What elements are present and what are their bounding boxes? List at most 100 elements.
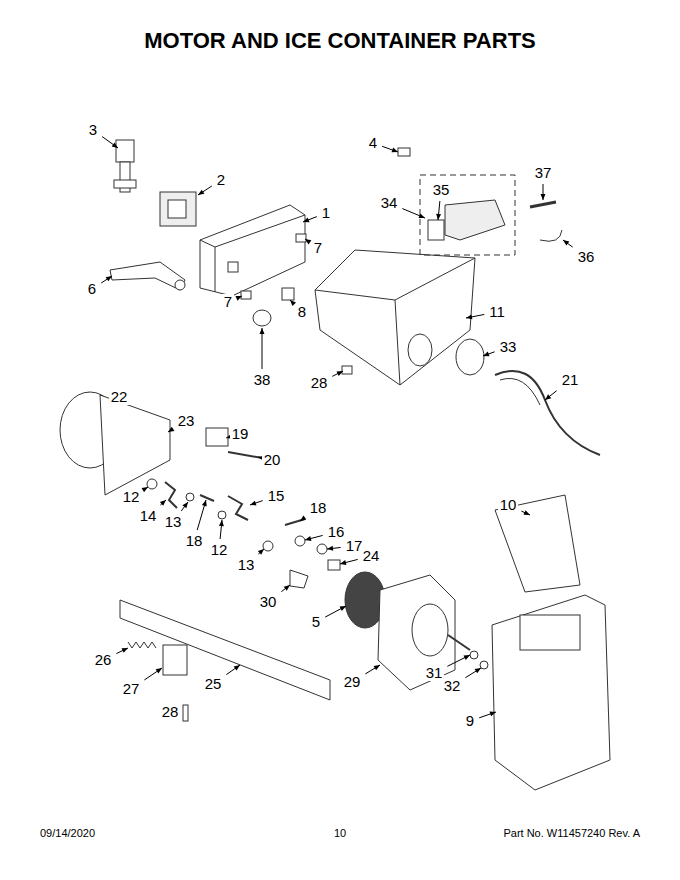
callout-number: 20 xyxy=(262,452,283,468)
callout-number: 29 xyxy=(342,674,363,690)
leader-arrow xyxy=(483,352,489,357)
ring xyxy=(456,339,484,375)
leader-arrow xyxy=(524,510,530,515)
leader-line xyxy=(258,549,264,554)
spring xyxy=(200,495,214,501)
callout-number: 28 xyxy=(160,704,181,720)
bracket-clip xyxy=(282,288,294,300)
leader-arrow xyxy=(374,665,380,670)
leader-line xyxy=(521,511,530,515)
leader-arrow xyxy=(392,148,398,153)
knob xyxy=(253,310,271,326)
leader-arrow xyxy=(219,520,224,526)
leader-line xyxy=(483,352,495,356)
callout-number: 34 xyxy=(379,195,400,211)
callout-number: 4 xyxy=(367,135,379,151)
leader-arrow xyxy=(260,328,265,334)
leader-arrow xyxy=(464,655,470,660)
leader-line xyxy=(325,606,346,617)
callout-number: 30 xyxy=(258,594,279,610)
wire xyxy=(540,230,562,241)
washer xyxy=(147,479,157,489)
cam xyxy=(290,570,308,588)
callout-number: 25 xyxy=(203,676,224,692)
motor-face xyxy=(412,604,448,656)
coil xyxy=(206,428,228,446)
leader-line xyxy=(226,665,240,675)
leader-line xyxy=(563,240,573,247)
bracket-hole xyxy=(228,262,238,272)
leader-arrow xyxy=(198,190,204,195)
leader-arrow xyxy=(284,585,290,591)
callout-number: 11 xyxy=(487,304,507,320)
leader-arrow xyxy=(337,371,343,376)
callout-number: 26 xyxy=(93,652,114,668)
door xyxy=(495,495,580,592)
callout-number: 38 xyxy=(252,372,273,388)
rail xyxy=(120,600,330,700)
callout-number: 33 xyxy=(498,339,519,355)
callout-number: 32 xyxy=(442,678,463,694)
callout-number: 7 xyxy=(312,240,324,256)
callout-number: 15 xyxy=(266,488,287,504)
arm xyxy=(530,202,556,207)
washer xyxy=(186,493,194,501)
leader-arrow xyxy=(466,314,472,319)
ice-bin xyxy=(315,250,475,385)
leader-arrow xyxy=(305,536,311,541)
icemaker-cover xyxy=(428,220,444,240)
motor-housing xyxy=(378,575,455,690)
leader-arrow xyxy=(545,394,551,400)
callout-number: 6 xyxy=(86,281,98,297)
lever-end xyxy=(175,280,185,290)
leader-arrow xyxy=(563,240,569,246)
leader-line xyxy=(402,209,425,218)
screw xyxy=(296,234,306,242)
screw xyxy=(241,291,251,299)
leader-arrow xyxy=(419,213,426,218)
bin-hole xyxy=(408,334,432,366)
leader-arrow xyxy=(327,546,333,551)
leader-arrow xyxy=(300,515,306,521)
footer-text: 10 xyxy=(334,827,346,839)
callout-number: 27 xyxy=(121,681,142,697)
leader-arrow xyxy=(475,668,481,673)
leader-line xyxy=(305,535,323,540)
leader-line xyxy=(332,371,343,376)
chute-opening xyxy=(520,615,580,650)
callout-number: 10 xyxy=(498,497,519,513)
callout-number: 13 xyxy=(236,557,257,573)
valve xyxy=(116,140,134,162)
callout-number: 22 xyxy=(109,389,130,405)
callout-number: 18 xyxy=(308,500,329,516)
leader-arrow xyxy=(122,648,128,653)
bracket-edge xyxy=(200,215,305,247)
washer xyxy=(480,661,488,669)
leader-arrow xyxy=(168,427,174,432)
leader-line xyxy=(545,391,557,400)
callout-number: 9 xyxy=(464,713,476,729)
leader-arrow xyxy=(541,194,546,200)
callout-number: 35 xyxy=(431,182,452,198)
callout-number: 18 xyxy=(184,533,205,549)
leader-line xyxy=(365,665,380,674)
callout-number: 13 xyxy=(163,514,184,530)
clip xyxy=(398,148,410,156)
leader-arrow xyxy=(112,142,118,148)
screw xyxy=(183,705,188,721)
callout-number: 21 xyxy=(560,372,581,388)
leader-line xyxy=(144,668,162,680)
cam xyxy=(228,496,248,520)
icemaker xyxy=(445,200,505,240)
leader-arrow xyxy=(303,217,309,222)
leader-line xyxy=(303,217,317,222)
leader-arrow xyxy=(182,502,188,508)
leader-line xyxy=(250,501,263,505)
footer-text: Part No. W11457240 Rev. A xyxy=(503,827,640,839)
washer xyxy=(470,651,478,659)
footer-text: 09/14/2020 xyxy=(40,827,95,839)
leader-arrow xyxy=(340,560,346,565)
callout-number: 14 xyxy=(138,508,159,524)
callout-number: 12 xyxy=(209,542,230,558)
